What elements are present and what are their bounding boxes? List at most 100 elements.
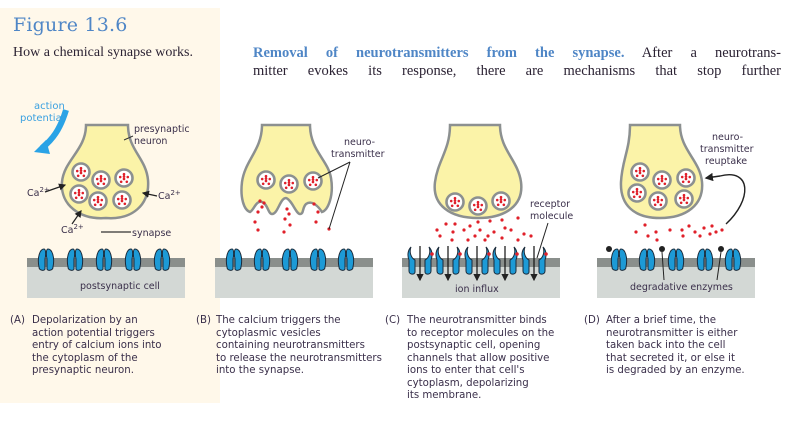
enzyme-leader-1 — [661, 251, 665, 281]
neurotransmitter-dot — [74, 196, 78, 200]
neurotransmitter-dot — [81, 191, 85, 195]
neurotransmitter-dot — [503, 226, 507, 230]
caption-line: ions to enter that cell's — [407, 365, 525, 376]
label-potential: potential — [20, 113, 64, 124]
neurotransmitter-dot — [96, 182, 100, 186]
neurotransmitter-dot — [307, 178, 311, 182]
synaptic-neurotransmitters — [634, 223, 724, 242]
receptor-subunit — [538, 246, 547, 275]
label-ca-right: Ca2+ — [158, 189, 181, 202]
neurotransmitter-dot — [479, 208, 483, 212]
neurotransmitter-dot — [453, 196, 457, 200]
neurotransmitter-dot — [285, 207, 289, 211]
caption-a-tag: (A) — [10, 315, 25, 326]
caption-line: its membrane. — [407, 390, 482, 401]
neurotransmitter-dot — [476, 220, 480, 224]
neurotransmitter-dot — [496, 203, 500, 207]
caption-line: is degraded by an enzyme. — [606, 365, 745, 376]
neurotransmitter-dot — [99, 203, 103, 207]
neurotransmitter-dot — [660, 198, 664, 202]
neurotransmitter-dot — [120, 197, 124, 200]
neurotransmitter-dot — [639, 190, 643, 194]
caption-b-tag: (B) — [196, 315, 211, 326]
neurotransmitter-dot — [654, 230, 658, 234]
neurotransmitter-dot — [480, 203, 484, 207]
neurotransmitter-dot — [96, 198, 100, 201]
enzyme-dot — [606, 246, 612, 252]
label-neuro: neuro- — [344, 137, 375, 148]
neurotransmitter-dot — [314, 220, 318, 224]
neurotransmitter-dot — [472, 203, 476, 207]
open-receptor-icon — [464, 246, 491, 282]
neurotransmitter-dot — [122, 172, 126, 176]
neurotransmitter-dot — [116, 197, 120, 201]
bound-neurotransmitter — [515, 252, 519, 256]
neurotransmitter-dot — [73, 191, 77, 195]
neurotransmitter-dot — [267, 182, 271, 186]
neurotransmitter-dot — [660, 177, 664, 180]
neurotransmitter-dot — [652, 198, 656, 202]
vesicle — [91, 170, 111, 190]
vesicles — [256, 170, 323, 194]
vesicle — [445, 192, 465, 212]
caption-line: After a brief time, the — [606, 315, 716, 326]
receptor-subunit — [492, 246, 501, 275]
neurotransmitter-dot — [311, 180, 315, 184]
neurotransmitter-dot — [468, 224, 472, 228]
neurotransmitter-dot — [260, 177, 264, 181]
neurotransmitter-dot — [283, 217, 287, 221]
reuptake-arrow — [704, 172, 746, 225]
neurotransmitter-dot — [124, 197, 128, 201]
neurotransmitter-dot — [316, 210, 320, 214]
neurotransmitter-dot — [682, 196, 686, 199]
figure-subtitle: How a chemical synapse works. — [13, 45, 194, 60]
neurotransmitter-dot — [684, 175, 688, 178]
bound-neurotransmitter — [430, 252, 434, 256]
synaptic-neurotransmitters — [435, 216, 533, 242]
vesicle — [630, 162, 650, 182]
neurotransmitter-dot — [684, 172, 688, 176]
caption-line: The neurotransmitter binds — [407, 315, 547, 326]
vesicle — [303, 171, 323, 191]
neurotransmitter-dot — [311, 175, 315, 179]
neurotransmitter-dot — [287, 178, 291, 182]
neurotransmitter-dot — [314, 183, 318, 187]
panel-a: action potential presynaptic neuron Ca2+… — [20, 101, 190, 298]
neurotransmitter-dot — [261, 182, 265, 186]
neurotransmitter-dot — [453, 201, 457, 205]
neurotransmitter-dot — [123, 202, 127, 206]
neurotransmitter-dot — [287, 212, 291, 216]
neurotransmitter-dot — [75, 169, 79, 173]
neurotransmitter-dot — [256, 210, 260, 214]
label-transmitter: transmitter — [331, 149, 385, 160]
bound-neurotransmitter — [487, 252, 491, 256]
neurotransmitter-dot — [708, 232, 712, 236]
neurotransmitter-dot — [76, 174, 80, 178]
neurotransmitter-dot — [258, 199, 262, 203]
label-postsynaptic-cell: postsynaptic cell — [80, 281, 160, 292]
neurotransmitter-dot — [634, 169, 638, 173]
neurotransmitter-dot — [79, 166, 83, 170]
caption-line: postsynaptic cell, opening — [407, 340, 541, 351]
neurotransmitter-dot — [500, 218, 504, 222]
open-receptor-icon — [435, 246, 462, 282]
label-ion-influx: ion influx — [455, 284, 499, 295]
neurotransmitter-dot — [449, 199, 453, 203]
neurotransmitter-dot — [438, 234, 442, 238]
neurotransmitter-dot — [642, 169, 646, 173]
neurotransmitter-dot — [95, 177, 99, 181]
neurotransmitter-dot — [656, 200, 660, 204]
action-potential-arrowhead — [34, 140, 50, 154]
caption-line: that secreted it, or else it — [606, 352, 735, 364]
neurotransmitter-dot — [120, 194, 124, 198]
open-receptor-channels — [407, 246, 548, 282]
neurotransmitter-dot — [262, 201, 266, 205]
panel-c: receptor molecule ion influx — [402, 123, 573, 298]
neurotransmitter-dot — [83, 169, 87, 173]
open-receptor-icon — [521, 246, 548, 282]
neurotransmitter-dot — [453, 199, 457, 202]
neurotransmitter-dot — [693, 230, 697, 234]
neurotransmitter-dot — [453, 222, 457, 226]
